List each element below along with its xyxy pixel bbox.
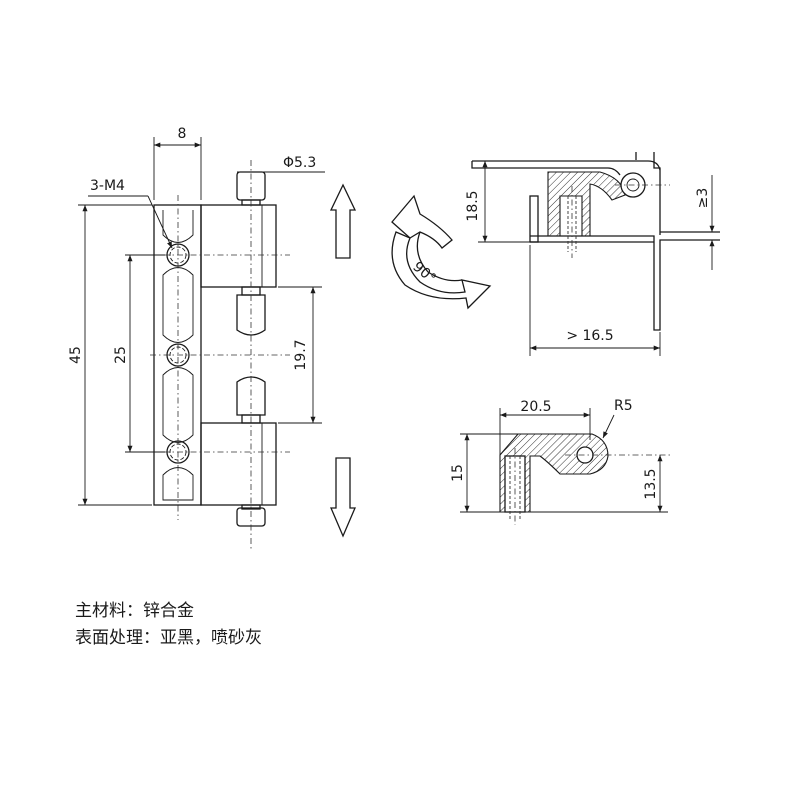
dim-height-label: 45: [68, 346, 84, 364]
top-dim-offset-label: ≥3: [695, 188, 711, 209]
finish-note: 表面处理：亚黑，喷砂灰: [75, 628, 262, 648]
rotation-angle-label: 90°: [409, 259, 438, 287]
material-note: 主材料：锌合金: [75, 601, 194, 621]
knuckle-top: [200, 204, 277, 288]
dim-thread-label: 3-M4: [90, 178, 125, 194]
pin-lower: [236, 376, 266, 416]
top-view-knuckle-section: [547, 171, 626, 237]
arrow-down-icon: [330, 457, 356, 538]
dim-pin-diameter-label: Φ5.3: [283, 155, 316, 171]
dim-gap-label: 19.7: [293, 339, 309, 370]
pin-upper: [236, 294, 266, 336]
side-dim-width-label: 20.5: [520, 399, 551, 415]
spec-notes: 主材料：锌合金 表面处理：亚黑，喷砂灰: [75, 598, 262, 652]
top-view: 18.5 ≥3 > 16.5: [465, 152, 720, 356]
side-dim-height-label: 15: [450, 464, 466, 482]
dim-width-label: 8: [178, 126, 187, 142]
top-dim-depth-label: > 16.5: [566, 328, 613, 344]
dim-pitch-label: 25: [113, 346, 129, 364]
knuckle-bottom: [200, 422, 277, 506]
top-dim-height-label: 18.5: [465, 190, 481, 221]
side-view: 20.5 R5 15 13.5: [450, 398, 670, 525]
arrow-up-icon: [329, 183, 357, 259]
front-view: 8 Φ5.3 3-M4 45 25 19.7: [68, 126, 357, 550]
side-dim-radius-label: R5: [614, 398, 633, 414]
side-dim-center-label: 13.5: [643, 468, 659, 499]
